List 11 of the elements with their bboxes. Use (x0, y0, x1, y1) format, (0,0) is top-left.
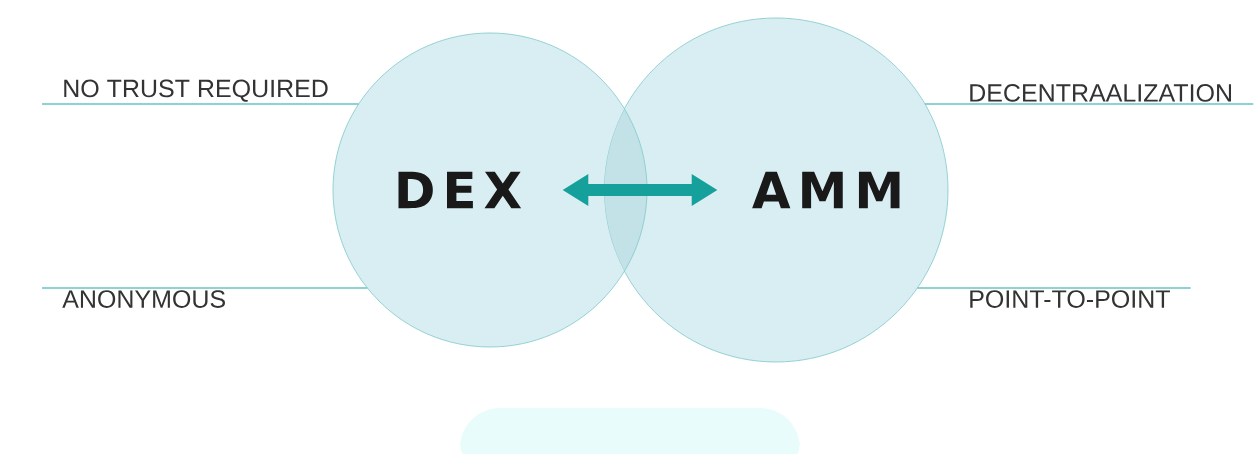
leader-line (41, 287, 369, 289)
side-label: ANONYMOUS (62, 290, 225, 308)
venn-circle (332, 32, 648, 348)
side-label: DECENTRAALIZATION (970, 84, 1231, 102)
circle-label: DEX (398, 171, 522, 209)
leader-line (916, 287, 1192, 289)
side-label: POINT-TO-POINT (970, 290, 1170, 308)
circle-label: AMM (752, 171, 900, 209)
side-label: NO TRUST REQUIRED (64, 79, 328, 102)
leader-line (924, 103, 1254, 105)
leader-line (41, 103, 360, 105)
